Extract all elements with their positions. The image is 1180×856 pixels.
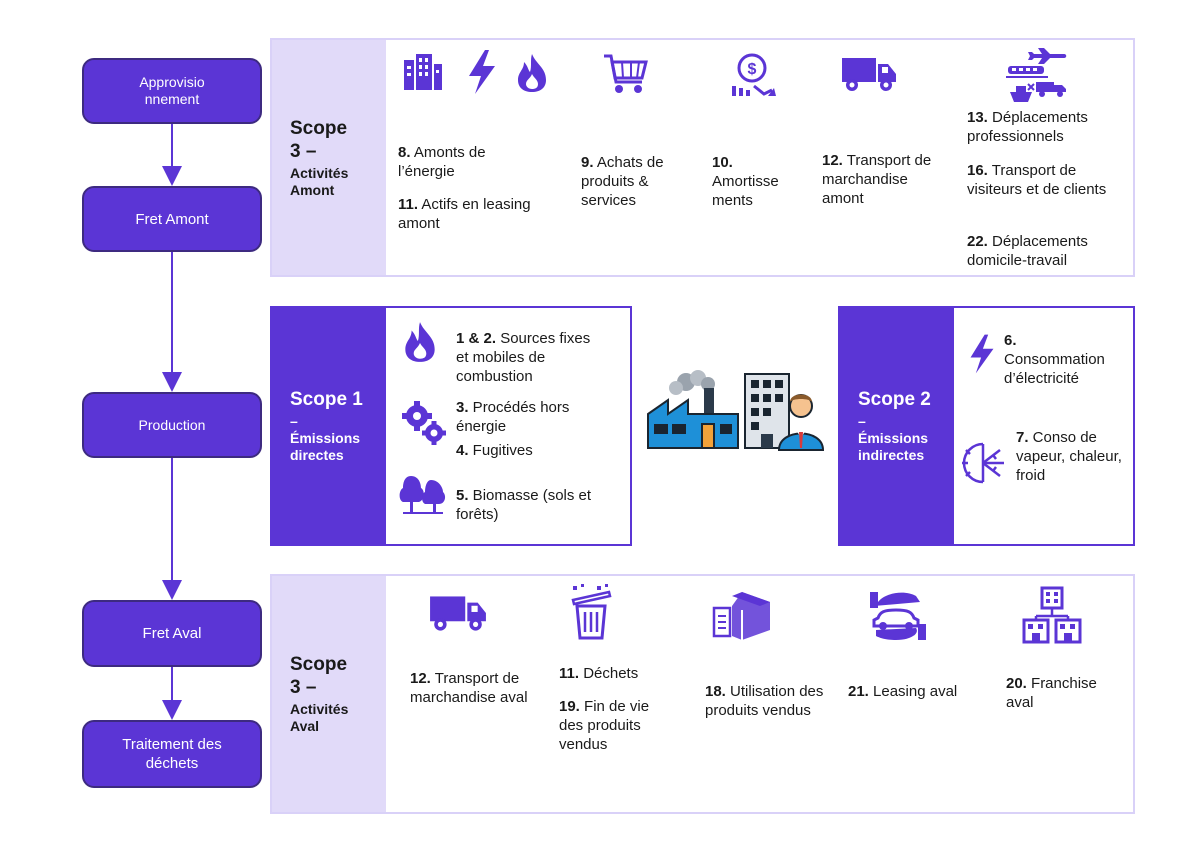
downstream-item-18: 18. Utilisation des produits vendus xyxy=(705,683,824,719)
scope1-panel: Scope 1 – Émissions directes xyxy=(270,306,632,546)
scope2-subtitle: – Émissions indirectes xyxy=(858,413,929,463)
flame-icon xyxy=(405,322,435,362)
scope2-panel: Scope 2 – Émissions indirectes xyxy=(838,306,1135,546)
scope3-upstream-title: Scope 3 – xyxy=(290,117,348,162)
upstream-item-12: 12. Transport de marchandise amont xyxy=(822,152,932,207)
upstream-item-22: 22. Déplacements domicile-travail xyxy=(967,233,1088,269)
downstream-item-11: 11. Déchets xyxy=(559,665,639,682)
scope3-upstream-subtitle: Activités Amont xyxy=(290,164,349,198)
flow-node-production: Production xyxy=(82,392,262,458)
scope2-title: Scope 2 xyxy=(858,389,931,410)
scope1-title: Scope 1 xyxy=(290,389,363,410)
upstream-item-8: 8. Amonts de l’énergie xyxy=(398,144,486,180)
office-worker-icon xyxy=(744,373,825,451)
trash-icon xyxy=(571,584,612,640)
downstream-item-12: 12. Transport de marchandise aval xyxy=(410,670,528,706)
product-box-icon xyxy=(712,592,770,640)
coin-depreciation-icon: $ xyxy=(732,53,776,96)
scope3-downstream-header: Scope 3 – Activités Aval xyxy=(272,576,386,812)
car-leasing-icon xyxy=(870,592,926,640)
lightning-icon xyxy=(970,334,994,374)
franchise-stores-icon xyxy=(1022,586,1082,644)
trees-icon xyxy=(399,476,446,514)
scope3-downstream-title: Scope 3 – xyxy=(290,654,348,698)
flow-node-fret-aval: Fret Aval xyxy=(82,600,262,667)
truck-icon xyxy=(430,596,486,631)
scope3-upstream-header: Scope 3 – Activités Amont xyxy=(272,40,386,275)
scope1-item-5: 5. Biomasse (sols et forêts) xyxy=(456,487,592,523)
upstream-item-16: 16. Transport de visiteurs et de clients xyxy=(967,162,1107,198)
downstream-item-19: 19. Fin de vie des produits vendus xyxy=(559,698,650,753)
plane-train-ship-icon xyxy=(1006,48,1067,102)
scope3-upstream-panel: Scope 3 – Activités Amont xyxy=(270,38,1135,277)
scope3-downstream-subtitle: Activités Aval xyxy=(290,701,349,734)
downstream-item-20: 20. Franchise aval xyxy=(1006,675,1097,711)
scope1-header: Scope 1 – Émissions directes xyxy=(272,308,386,544)
upstream-item-10: 10. Amortisse ments xyxy=(712,154,779,209)
building-icon xyxy=(404,54,442,90)
upstream-item-11: 11. Actifs en leasing amont xyxy=(398,196,531,232)
factory-icon xyxy=(647,370,739,449)
scope1-item-4: 4. Fugitives xyxy=(456,442,533,459)
scope3-downstream-panel: Scope 3 – Activités Aval xyxy=(270,574,1135,814)
flow-node-approvisionnement: Approvisio nnement xyxy=(82,58,262,124)
scope1-item-1-2: 1 & 2. Sources fixes et mobiles de combu… xyxy=(456,330,591,385)
scope2-item-6: 6. Consommation d’électricité xyxy=(1004,332,1105,387)
upstream-item-13: 13. Déplacements professionnels xyxy=(967,109,1088,145)
flow-node-traitement-dechets: Traitement des déchets xyxy=(82,720,262,788)
upstream-item-9: 9. Achats de produits & services xyxy=(581,154,664,209)
truck-icon xyxy=(842,58,896,91)
gears-icon xyxy=(402,401,446,445)
scope1-subtitle: – Émissions directes xyxy=(290,413,361,463)
downstream-item-21: 21. Leasing aval xyxy=(848,683,958,700)
hot-cold-icon xyxy=(962,442,1004,484)
lightning-icon xyxy=(469,50,495,94)
flame-icon xyxy=(518,54,546,92)
shopping-cart-icon xyxy=(604,54,648,93)
scope2-header: Scope 2 – Émissions indirectes xyxy=(840,308,954,544)
scope2-item-7: 7. Conso de vapeur, chaleur, froid xyxy=(1016,429,1122,484)
scope1-item-3: 3. Procédés hors énergie xyxy=(456,399,570,435)
svg-text:$: $ xyxy=(748,61,757,78)
flow-node-fret-amont: Fret Amont xyxy=(82,186,262,252)
